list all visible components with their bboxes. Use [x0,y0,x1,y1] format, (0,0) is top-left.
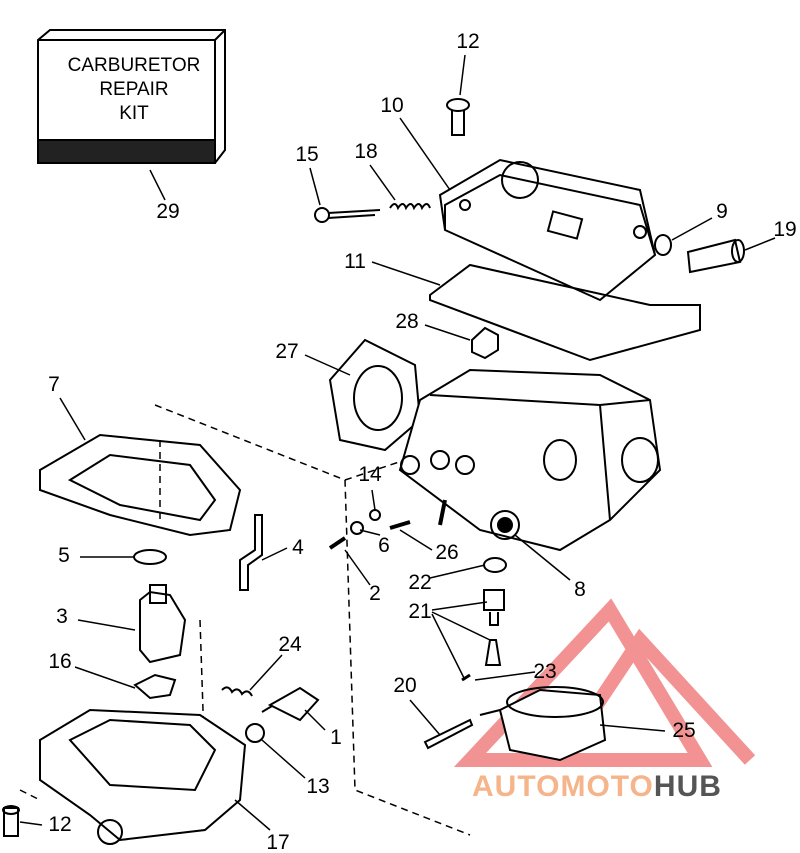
repair-kit-box [37,29,226,164]
kit-line-2: REPAIR [99,79,169,100]
callout-13: 13 [306,775,330,798]
callout-14: 14 [358,463,382,486]
part-nut [471,326,499,360]
callout-20: 20 [393,674,417,697]
callout-19: 19 [773,218,797,241]
callout-2: 2 [369,582,381,605]
part-float-bowl [39,708,247,845]
callout-6: 6 [378,534,390,557]
part-screw-bottom [2,805,20,837]
callout-16: 16 [48,650,72,673]
callout-21: 21 [408,600,432,623]
callout-1: 1 [330,726,342,749]
watermark: AUTOMOTOHUB [472,770,722,804]
part-carburetor-body [398,368,662,552]
callout-10: 10 [380,94,404,117]
part-washer [133,549,167,565]
part-washer-screw [654,234,745,274]
callout-24: 24 [278,633,302,656]
callout-7: 7 [48,373,60,396]
callout-28: 28 [395,310,419,333]
kit-line-3: KIT [119,103,149,124]
callout-3: 3 [56,605,68,628]
callout-17: 17 [266,831,290,853]
part-float [139,584,187,664]
callout-12-top: 12 [456,30,480,53]
part-float-bowl-gasket [39,433,242,537]
part-flange-gasket [328,338,422,452]
callout-18: 18 [354,140,378,163]
callout-4: 4 [292,536,304,559]
watermark-text-1: AUTOMOTO [472,770,654,803]
kit-line-1: CARBURETOR [67,55,201,76]
callout-23: 23 [533,660,557,683]
callout-15: 15 [295,143,319,166]
watermark-text-2: HUB [653,770,722,803]
part-cover [438,158,657,302]
part-float-assembly [479,686,607,762]
part-gasket-top [429,263,701,362]
callout-9: 9 [716,200,728,223]
callout-22: 22 [408,571,432,594]
part-needle-valve [483,589,505,666]
callout-12-bottom: 12 [48,813,72,836]
part-tube [239,514,263,591]
part-small-gasket [133,673,177,700]
callout-11: 11 [344,250,366,273]
callout-27: 27 [275,340,299,363]
repair-kit-label: CARBURETOR REPAIR KIT [46,40,222,140]
part-screw-spring [314,203,431,223]
part-screw-top [446,98,470,136]
callout-26: 26 [435,541,459,564]
part-drain-screw [261,686,320,722]
callout-25: 25 [672,719,696,742]
callout-8: 8 [574,578,586,601]
callout-5: 5 [58,544,70,567]
callout-29: 29 [156,200,180,223]
